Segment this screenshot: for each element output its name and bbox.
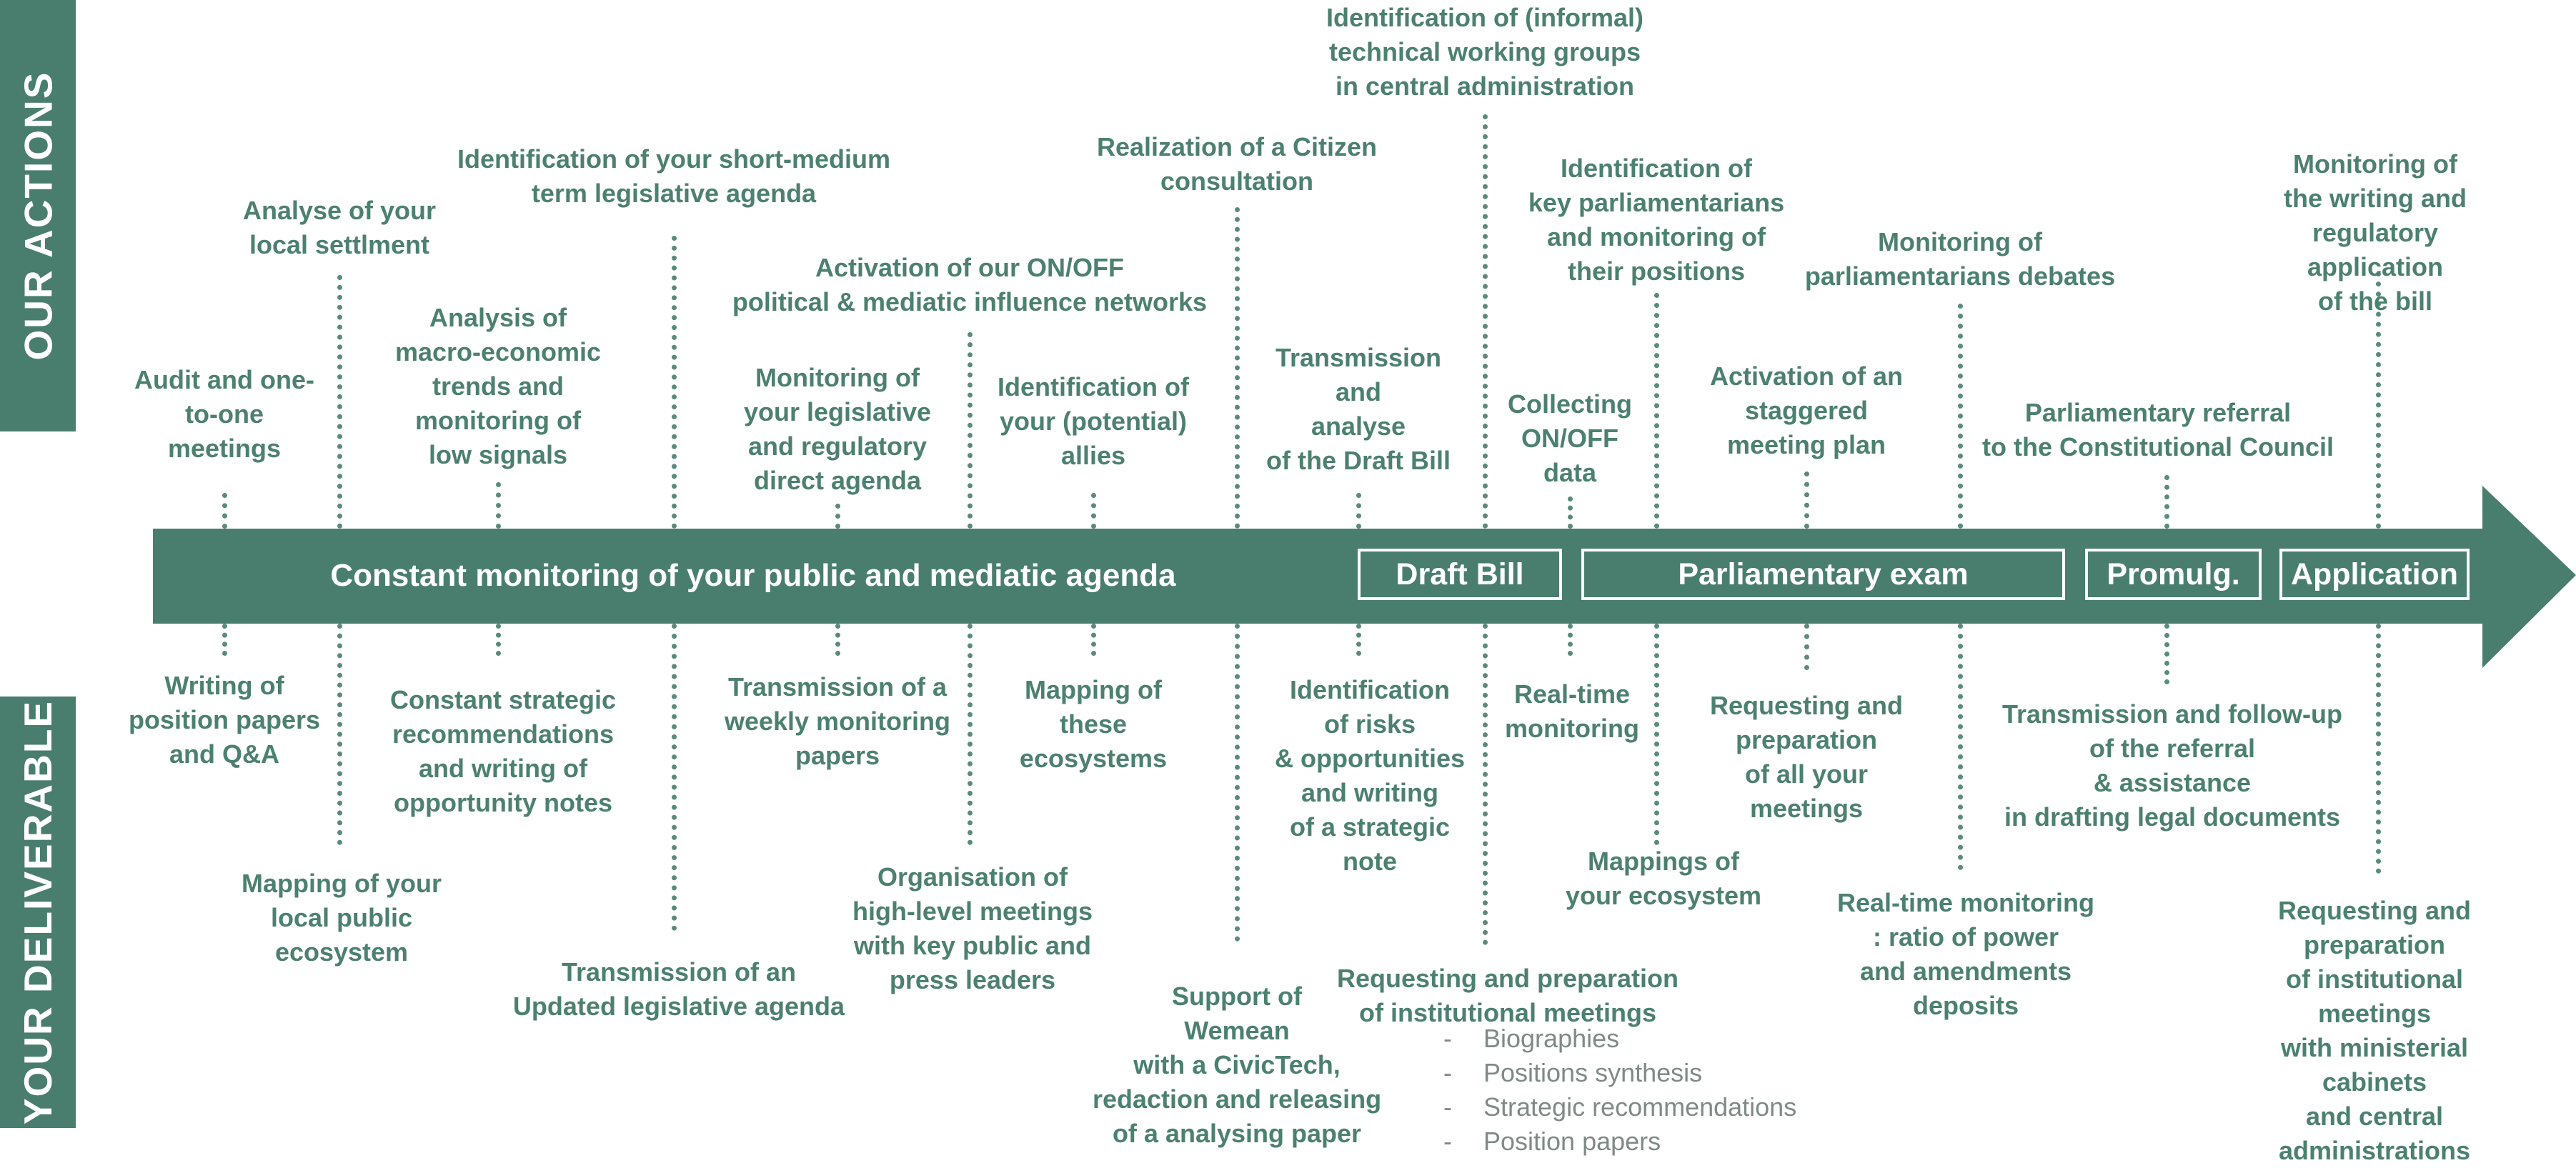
connector-line (337, 275, 342, 529)
connector-line (1568, 496, 1573, 529)
action-audit-meetings: Audit and one- to-one meetings (134, 365, 314, 463)
connector-line (2164, 475, 2169, 529)
connector-line (1091, 624, 1096, 656)
action-monitoring-debates: Monitoring of parliamentarians debates (1804, 227, 2116, 291)
deliverable-high-level-meetings: Organisation of high-level meetings with… (852, 862, 1093, 994)
constant-monitoring-label: Constant monitoring of your public and m… (330, 558, 1176, 593)
sublist-item: Strategic recommendations (1443, 1090, 1796, 1124)
action-citizen-consultation: Realization of a Citizen consultation (1096, 132, 1378, 196)
deliverable-local-ecosystem: Mapping of your local public ecosystem (242, 869, 442, 967)
action-activation-networks: Activation of our ON/OFF political & med… (732, 253, 1208, 316)
deliverable-civictech-support: Support of Wemean with a CivicTech, reda… (1092, 982, 1382, 1148)
connector-line (2376, 624, 2381, 874)
connector-line (496, 624, 501, 656)
connector-line (672, 236, 677, 529)
connector-line (835, 504, 840, 529)
deliverable-ratio-of-power: Real-time monitoring : ratio of power an… (1836, 888, 2095, 1020)
action-analyse-settlement: Analyse of your local settlment (242, 196, 437, 259)
action-working-groups: Identification of (informal) technical w… (1326, 3, 1643, 101)
deliverable-weekly-papers: Transmission of a weekly monitoring pape… (724, 672, 951, 770)
connector-line (2164, 624, 2169, 684)
action-draft-bill-analysis: Transmission and analyse of the Draft Bi… (1266, 343, 1451, 475)
deliverable-updated-agenda: Transmission of an Updated legislative a… (512, 957, 845, 1021)
connector-line (222, 624, 227, 656)
connector-line (1654, 293, 1659, 529)
action-constitutional-referral: Parliamentary referral to the Constituti… (1982, 398, 2334, 461)
connector-line (222, 493, 227, 529)
connector-line (1356, 624, 1361, 656)
deliverable-mapping-ecosystems: Mapping of these ecosystems (1019, 675, 1168, 773)
connector-line (1235, 207, 1240, 529)
connector-line (835, 624, 840, 656)
connector-line (1091, 493, 1096, 529)
connector-line (1356, 493, 1361, 529)
connector-line (1958, 304, 1963, 529)
connector-line (337, 624, 342, 845)
deliverable-strategic-recommendations: Constant strategic recommendations and w… (389, 685, 617, 817)
connector-line (1483, 624, 1488, 945)
connector-line (2376, 271, 2381, 529)
sublist-item: Biographies (1443, 1022, 1796, 1056)
sublist-item: Positions synthesis (1443, 1056, 1796, 1090)
connector-line (1483, 114, 1488, 529)
connector-line (672, 624, 677, 931)
action-legislative-agenda: Identification of your short-medium term… (457, 144, 891, 208)
our-actions-label: OUR ACTIONS (0, 0, 76, 431)
connector-line (1804, 471, 1809, 529)
phase-promulgation: Promulg. (2085, 549, 2262, 600)
action-macro-analysis: Analysis of macro-economic trends and mo… (394, 303, 602, 469)
action-identification-allies: Identification of your (potential) allie… (998, 372, 1189, 470)
institutional-meetings-sublist: Biographies Positions synthesis Strategi… (1443, 1022, 1796, 1159)
deliverable-institutional-meetings: Requesting and preparation of institutio… (1336, 964, 1679, 1027)
action-meeting-plan: Activation of an staggered meeting plan (1709, 361, 1904, 459)
deliverable-strategic-note: Identification of risks & opportunities … (1275, 675, 1465, 876)
connector-line (1568, 624, 1573, 656)
deliverable-requesting-meetings: Requesting and preparation of all your m… (1709, 691, 1904, 823)
phase-parliamentary-exam: Parliamentary exam (1581, 549, 2065, 600)
connector-line (1235, 624, 1240, 942)
deliverable-position-papers: Writing of position papers and Q&A (128, 671, 321, 769)
connector-line (1654, 624, 1659, 845)
action-monitoring-agenda: Monitoring of your legislative and regul… (743, 363, 932, 495)
deliverable-referral-follow-up: Transmission and follow-up of the referr… (2001, 699, 2343, 832)
sublist-item: Position papers (1443, 1124, 1796, 1159)
your-deliverable-label: YOUR DELIVERABLE (0, 697, 76, 1128)
deliverable-mappings-ecosystem: Mappings of your ecosystem (1565, 847, 1762, 910)
connector-line (496, 482, 501, 529)
deliverable-real-time-monitoring: Real-time monitoring (1505, 679, 1639, 743)
phase-application: Application (2279, 549, 2470, 600)
deliverable-ministerial-meetings: Requesting and preparation of institutio… (2277, 896, 2472, 1165)
phase-draft-bill: Draft Bill (1358, 549, 1562, 600)
action-monitoring-application: Monitoring of the writing and regulatory… (2284, 149, 2467, 316)
action-collecting-data: Collecting ON/OFF data (1507, 389, 1633, 487)
connector-line (1804, 624, 1809, 670)
action-key-parliamentarians: Identification of key parliamentarians a… (1528, 154, 1785, 286)
connector-line (968, 332, 973, 529)
connector-line (1958, 624, 1963, 870)
connector-line (968, 624, 973, 845)
